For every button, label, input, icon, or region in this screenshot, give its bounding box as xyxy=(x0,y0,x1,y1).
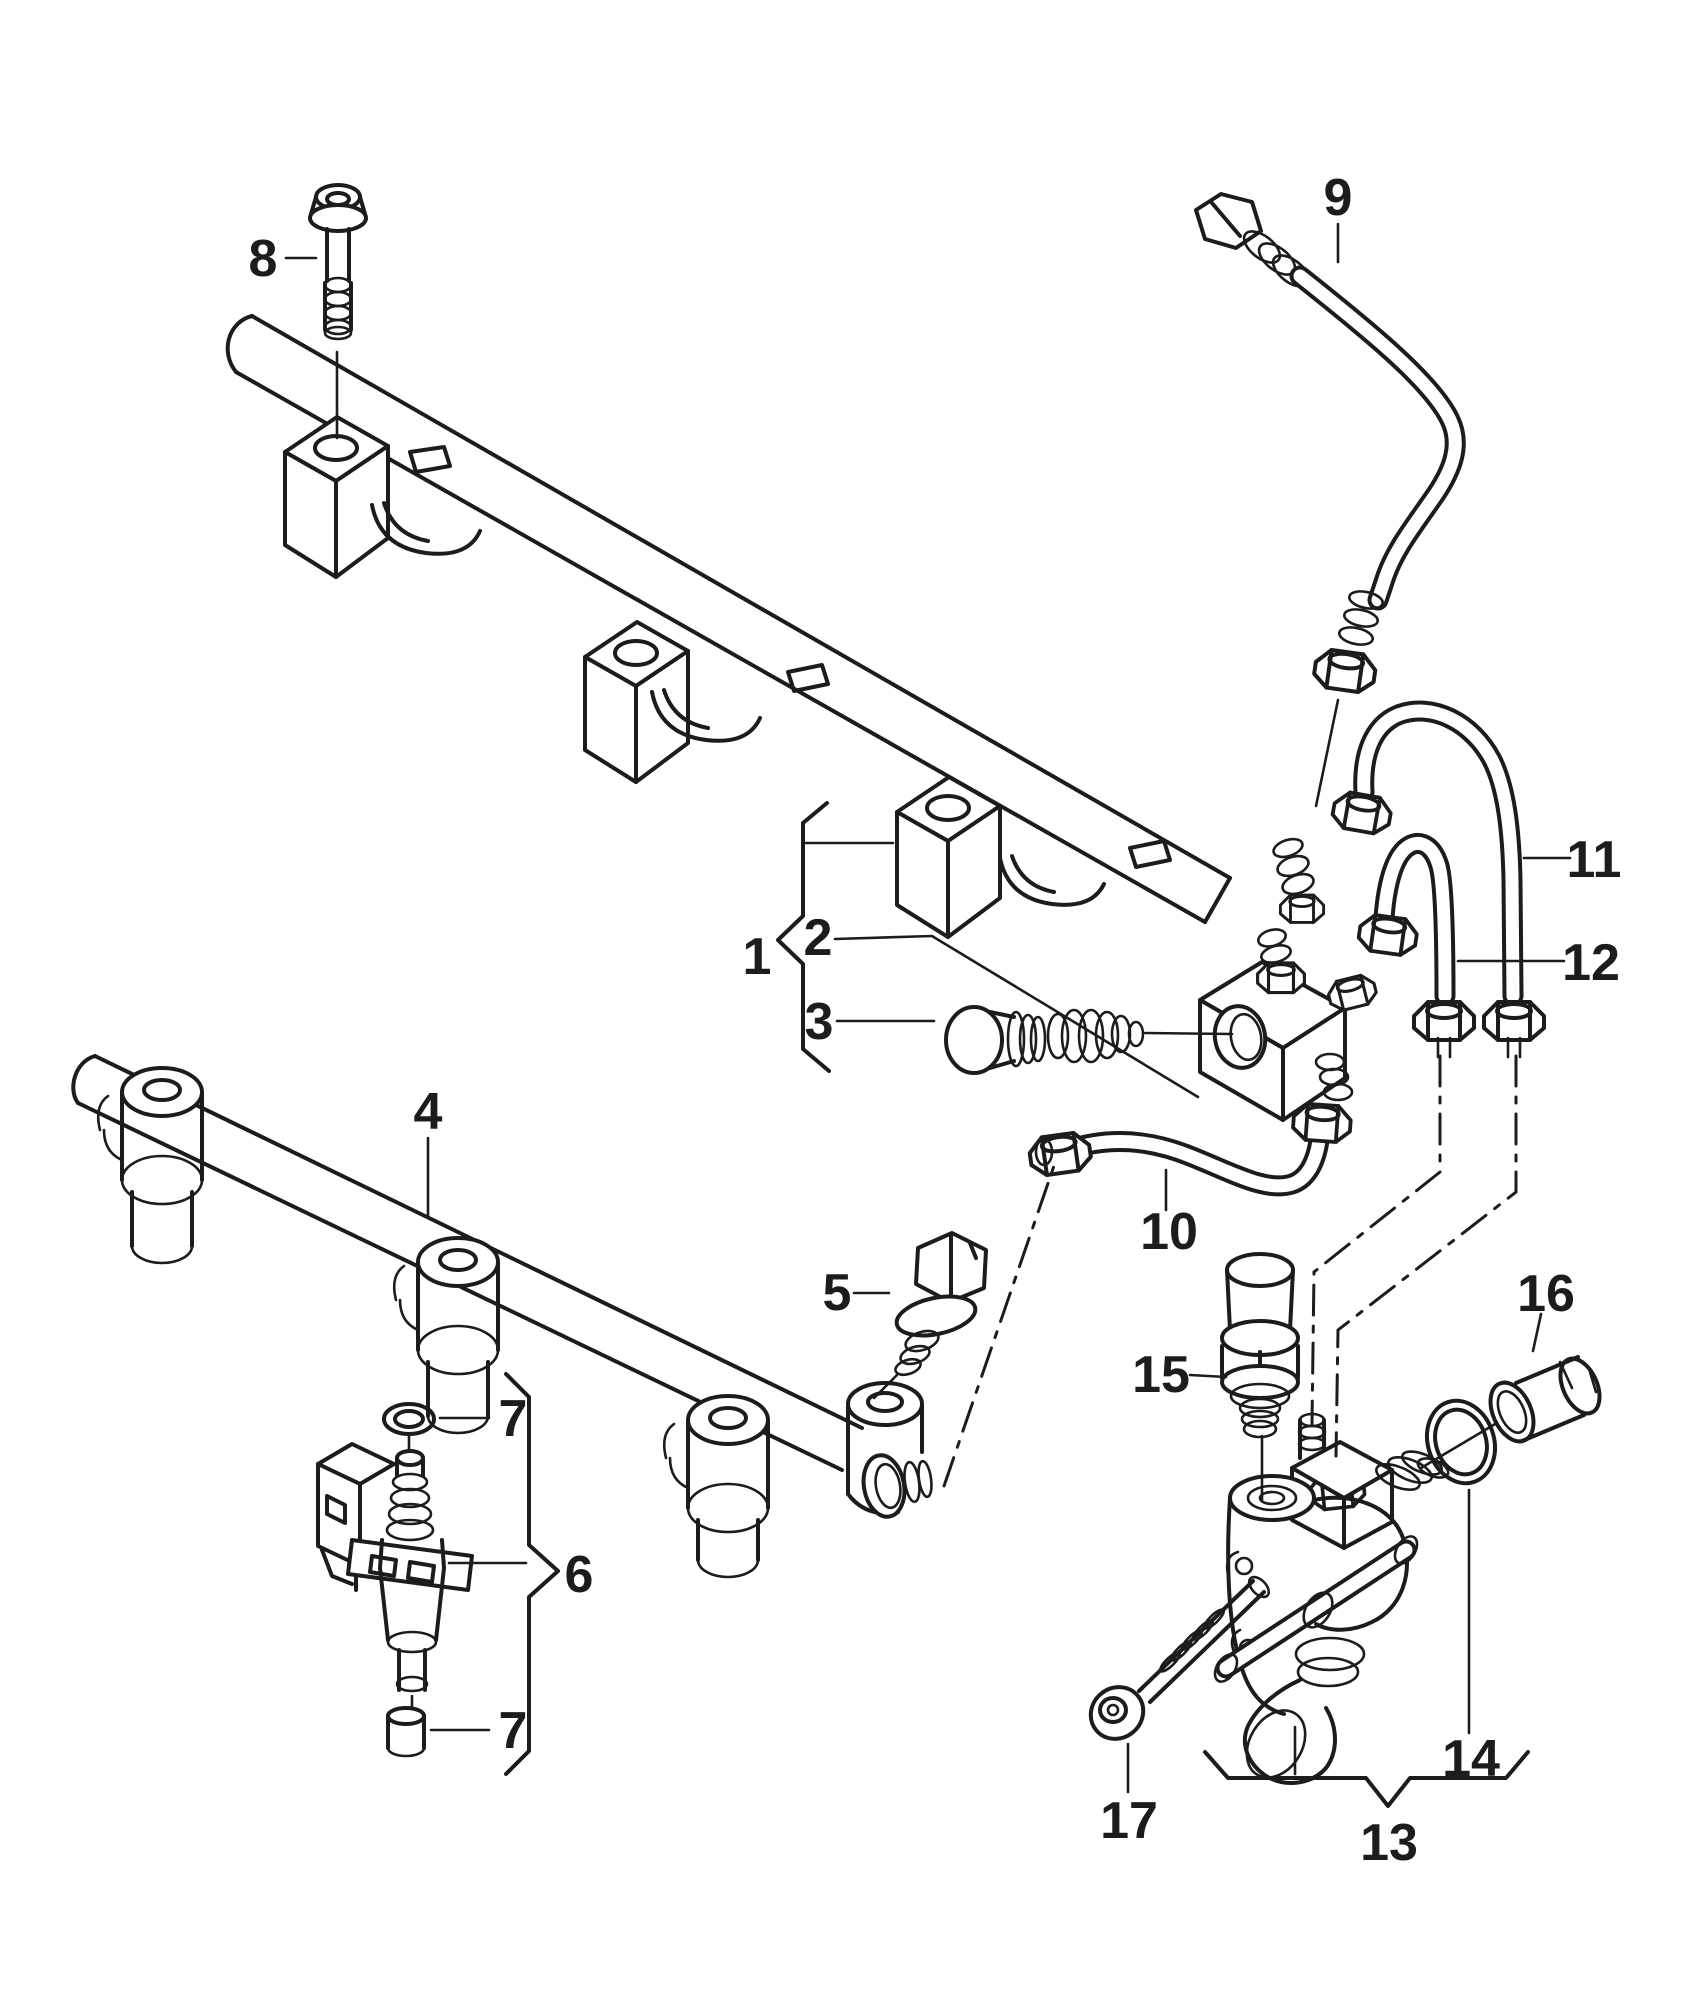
centerline-pipe11-to-pump xyxy=(1334,1054,1518,1458)
callout-4[interactable]: 4 xyxy=(414,1083,443,1141)
callout-14[interactable]: 14 xyxy=(1442,1730,1500,1788)
part-14-o-ring xyxy=(1419,1398,1514,1486)
callout-6[interactable]: 6 xyxy=(565,1546,594,1604)
callout-1[interactable]: 1 xyxy=(743,928,772,986)
part-11-connecting-pipe-outer xyxy=(1328,700,1546,1059)
callout-11[interactable]: 11 xyxy=(1567,831,1622,889)
callout-16[interactable]: 16 xyxy=(1517,1265,1575,1323)
callout-3[interactable]: 3 xyxy=(805,993,834,1051)
bracket-part-1 xyxy=(776,801,831,1073)
rail-mount-block xyxy=(583,620,690,784)
part-3-plug-and-valve xyxy=(944,1005,1234,1075)
injector-cup xyxy=(96,1066,204,1265)
callout-8[interactable]: 8 xyxy=(249,230,278,288)
part-15-sensor xyxy=(1220,1252,1300,1502)
callout-13[interactable]: 13 xyxy=(1360,1814,1418,1872)
part-8-mounting-bolt xyxy=(308,183,368,440)
part-9-fuel-supply-line xyxy=(1194,192,1466,808)
callout-5[interactable]: 5 xyxy=(823,1264,852,1322)
injector-cup xyxy=(392,1236,500,1435)
centerline-pipe12-to-pump xyxy=(1310,1054,1442,1426)
callouts: 1 2 3 4 5 6 7 7 8 9 10 11 12 13 14 15 16… xyxy=(249,169,1622,1872)
callout-10[interactable]: 10 xyxy=(1140,1203,1198,1261)
part-5-sensor xyxy=(872,1231,988,1400)
callout-9[interactable]: 9 xyxy=(1324,169,1353,227)
part-13-high-pressure-pump xyxy=(1213,1412,1450,1785)
part-10-pipe xyxy=(1025,1101,1354,1197)
bracket-part-13 xyxy=(1203,1750,1530,1808)
part-7-seal-lower xyxy=(386,1706,426,1758)
leader-lines xyxy=(284,222,1572,1808)
part-6-fuel-injector xyxy=(316,1434,474,1712)
part-2-union-block xyxy=(1198,837,1381,1122)
part-12-connecting-pipe-inner xyxy=(1355,833,1476,1059)
callout-12[interactable]: 12 xyxy=(1562,934,1620,992)
part-4-fuel-rail-lower xyxy=(71,1054,933,1579)
rail-mount-block xyxy=(283,415,390,579)
assembly-line xyxy=(872,1372,900,1400)
part-16-cap xyxy=(1488,1355,1602,1444)
assembly-line xyxy=(1314,698,1340,808)
assembly-line xyxy=(1143,1031,1234,1036)
callout-2[interactable]: 2 xyxy=(804,909,833,967)
part-17-pump-bolt xyxy=(1088,1575,1271,1741)
rail-mount-block xyxy=(895,775,1002,939)
callout-17[interactable]: 17 xyxy=(1100,1792,1158,1850)
part-7-o-ring-upper xyxy=(382,1402,436,1436)
callout-15[interactable]: 15 xyxy=(1132,1346,1190,1404)
bracket-part-6 xyxy=(504,1372,560,1776)
callout-7-lower[interactable]: 7 xyxy=(499,1702,528,1760)
part-1-fuel-rail-upper xyxy=(225,314,1232,939)
injector-cup xyxy=(662,1394,770,1579)
rail-outlet-elbow xyxy=(846,1381,933,1519)
centerline-elbow-to-pipe10 xyxy=(942,1158,1058,1488)
callout-7-upper[interactable]: 7 xyxy=(499,1390,528,1448)
